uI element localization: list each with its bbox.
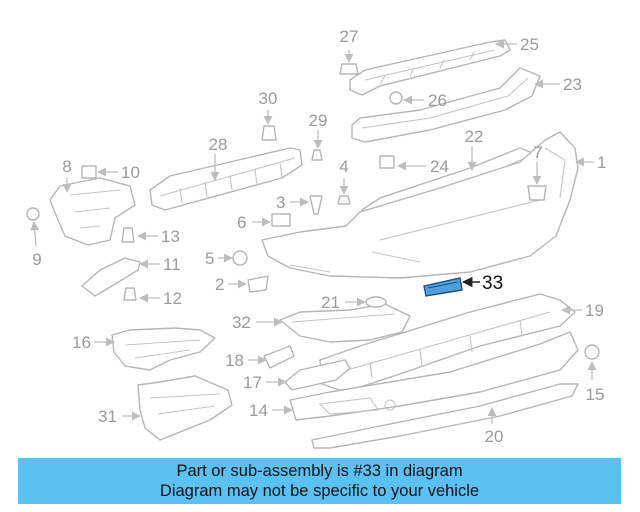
callout-22: 22 [465, 127, 484, 146]
callout-18: 18 [225, 351, 244, 370]
callout-9: 9 [32, 250, 41, 269]
part-33-highlighted [423, 277, 463, 297]
callout-15: 15 [586, 385, 605, 404]
part-17-strip [284, 359, 351, 391]
callout-16: 16 [72, 333, 91, 352]
part-11-bracket [81, 257, 141, 297]
callout-6: 6 [237, 213, 246, 232]
part-1-bumper-cover [261, 131, 579, 279]
callout-3: 3 [276, 193, 285, 212]
callout-21: 21 [321, 293, 340, 312]
callout-numbers: 27 25 23 26 30 29 28 22 1 7 24 10 8 4 3 … [32, 27, 606, 446]
callout-32: 32 [232, 313, 251, 332]
part-31-bracket [137, 375, 233, 441]
part-28-absorber [149, 147, 303, 211]
leader-lines [30, 39, 597, 424]
callout-25: 25 [520, 35, 539, 54]
callout-29: 29 [309, 111, 328, 130]
part-20-skid [311, 383, 579, 449]
part-25-absorber [349, 39, 511, 96]
banner-line-2: Diagram may not be specific to your vehi… [159, 482, 480, 500]
callout-1: 1 [597, 153, 606, 172]
fasteners [26, 63, 600, 369]
info-banner: Part or sub-assembly is #33 in diagram D… [18, 458, 621, 504]
callout-13: 13 [161, 227, 180, 246]
callout-10: 10 [121, 163, 140, 182]
part-8-bracket [49, 177, 136, 246]
part-16-retainer [111, 327, 216, 371]
callout-28: 28 [209, 135, 228, 154]
callout-27: 27 [340, 27, 359, 46]
callout-2: 2 [215, 275, 224, 294]
callout-19: 19 [585, 301, 604, 320]
callout-8: 8 [62, 157, 71, 176]
part-14-lower-cover [289, 331, 579, 421]
callout-17: 17 [243, 373, 262, 392]
callout-33: 33 [482, 273, 503, 294]
callout-20: 20 [485, 427, 504, 446]
callout-12: 12 [163, 289, 182, 308]
callout-30: 30 [259, 89, 278, 108]
callout-26: 26 [428, 91, 447, 110]
callout-4: 4 [339, 157, 348, 176]
callout-23: 23 [563, 75, 582, 94]
callout-11: 11 [163, 255, 181, 274]
callout-31: 31 [98, 407, 117, 426]
banner-line-1: Part or sub-assembly is #33 in diagram [176, 462, 463, 480]
callout-14: 14 [249, 401, 268, 420]
callout-7: 7 [533, 143, 542, 162]
part-32-reflector [279, 303, 411, 343]
callout-5: 5 [205, 249, 214, 268]
callout-24: 24 [430, 157, 449, 176]
